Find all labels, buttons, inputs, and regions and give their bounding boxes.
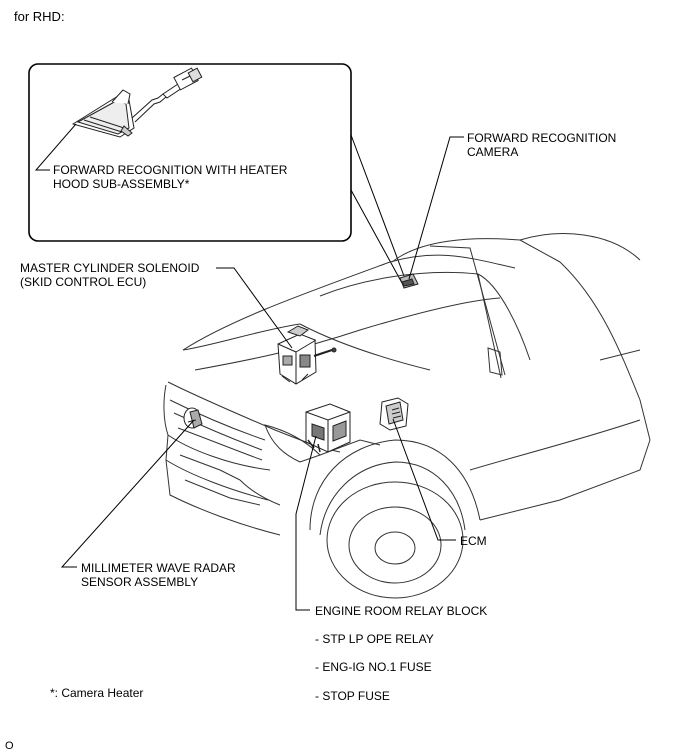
millimeter-wave-radar-drawing — [183, 407, 203, 429]
callout-ecm: ECM — [460, 534, 487, 548]
ecm-drawing — [379, 397, 409, 431]
inset-pointer-lines — [350, 134, 405, 284]
engine-room-relay-block-drawing — [305, 403, 351, 453]
figure-code: O — [5, 740, 14, 752]
callout-master-cylinder-solenoid: MASTER CYLINDER SOLENOID (SKID CONTROL E… — [20, 261, 200, 289]
relay-block-item: - STOP FUSE — [315, 689, 390, 703]
callout-forward-recognition-hood: FORWARD RECOGNITION WITH HEATER HOOD SUB… — [53, 163, 288, 191]
vehicle-body — [163, 233, 651, 599]
forward-recognition-camera-drawing — [399, 273, 419, 289]
forward-recognition-hood-drawing — [71, 67, 203, 138]
callout-engine-room-relay-block: ENGINE ROOM RELAY BLOCK — [315, 604, 488, 618]
detail-inset-box — [28, 63, 352, 242]
leader-lines — [34, 123, 464, 611]
master-cylinder-solenoid-drawing — [277, 325, 337, 385]
callout-forward-recognition-camera: FORWARD RECOGNITION CAMERA — [467, 131, 617, 159]
relay-block-item: - STP LP OPE RELAY — [315, 632, 434, 646]
variant-label: for RHD: — [14, 9, 65, 24]
footnote: *: Camera Heater — [50, 686, 144, 700]
callout-millimeter-wave-radar: MILLIMETER WAVE RADAR SENSOR ASSEMBLY — [81, 561, 236, 589]
relay-block-item: - ENG-IG NO.1 FUSE — [315, 660, 432, 674]
